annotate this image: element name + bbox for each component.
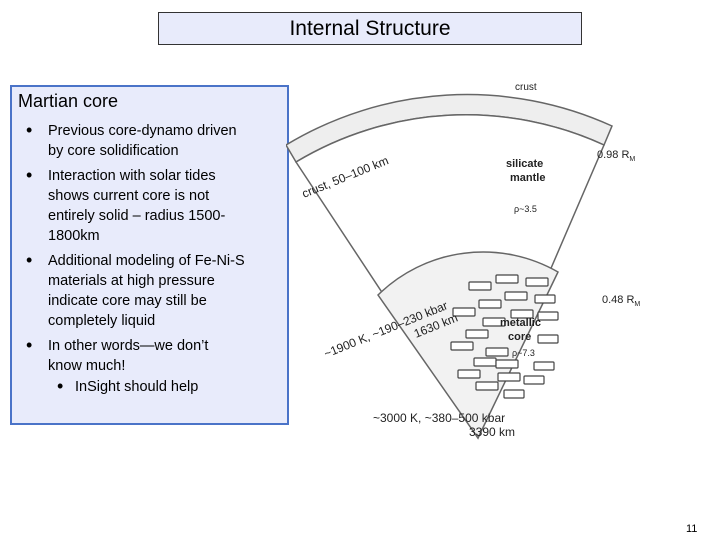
mantle-label: silicate bbox=[506, 158, 543, 170]
bullet-line: completely liquid bbox=[48, 313, 156, 329]
bullet-line: 1800km bbox=[48, 228, 100, 244]
bullet-line: know much! bbox=[48, 358, 126, 374]
core-label: metallic bbox=[500, 317, 541, 329]
mantle-label: mantle bbox=[510, 172, 545, 184]
bullet-icon: • bbox=[26, 250, 33, 270]
page-number: 11 bbox=[686, 523, 698, 535]
bullet-item: • In other words—we don’t know much! bbox=[26, 335, 288, 376]
core-blocks bbox=[450, 274, 559, 399]
core-label: core bbox=[508, 331, 531, 343]
bullet-line: In other words—we don’t bbox=[48, 338, 209, 354]
content-box: Martian core • Previous core-dynamo driv… bbox=[10, 85, 289, 425]
bullet-line: materials at high pressure bbox=[48, 273, 215, 289]
mars-interior-diagram: crust crust, 50–100 km silicate mantle ρ… bbox=[286, 82, 640, 440]
mantle-density-label: ρ~3.5 bbox=[514, 204, 537, 214]
bullet-item: • Interaction with solar tides shows cur… bbox=[26, 165, 288, 246]
bullet-line: entirely solid – radius 1500- bbox=[48, 208, 226, 224]
bullet-line: shows current core is not bbox=[48, 188, 210, 204]
bullet-icon: • bbox=[26, 165, 33, 185]
core-density-label: ρ~7.3 bbox=[512, 348, 535, 358]
sub-bullet-item: • InSight should help bbox=[57, 376, 199, 397]
bullet-line: Interaction with solar tides bbox=[48, 168, 216, 184]
planet-radius-label: 3390 km bbox=[469, 425, 515, 439]
bullet-icon: • bbox=[26, 120, 33, 140]
bullet-line: indicate core may still be bbox=[48, 293, 207, 309]
center-conditions-label: ~3000 K, ~380–500 kbar bbox=[373, 411, 505, 425]
box-heading: Martian core bbox=[18, 91, 119, 111]
bullet-line: by core solidification bbox=[48, 143, 179, 159]
bullet-item: • Previous core-dynamo driven by core so… bbox=[26, 120, 288, 161]
sub-bullet-text: InSight should help bbox=[75, 379, 199, 395]
bullet-item: • Additional modeling of Fe-Ni-S materia… bbox=[26, 250, 288, 331]
bullet-line: Additional modeling of Fe-Ni-S bbox=[48, 253, 245, 269]
core-radius-label: 0.48 RM bbox=[602, 294, 640, 308]
bullet-icon: • bbox=[57, 376, 64, 396]
bullet-line: Previous core-dynamo driven bbox=[48, 123, 237, 139]
slide-title-text: Internal Structure bbox=[289, 16, 451, 40]
bullet-icon: • bbox=[26, 335, 33, 355]
mantle-radius-label: 0.98 RM bbox=[597, 149, 635, 163]
crust-label: crust bbox=[515, 82, 537, 93]
slide-title: Internal Structure bbox=[158, 12, 582, 45]
